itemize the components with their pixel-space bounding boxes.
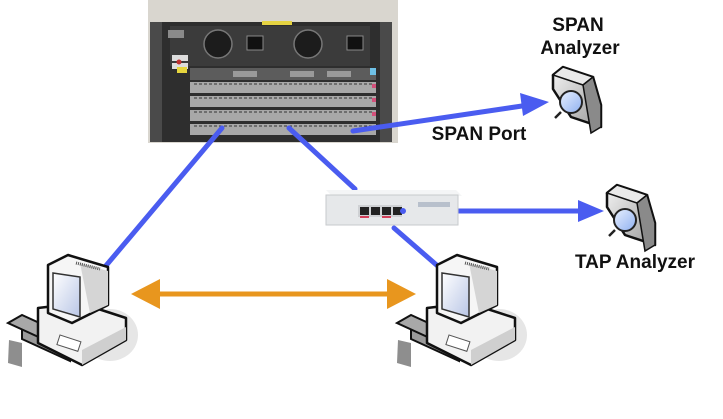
tap-analyzer-icon <box>605 183 657 253</box>
span-arrowhead-icon <box>520 93 549 116</box>
desktop-computer-icon-right <box>394 253 527 367</box>
fan-icon <box>293 29 323 59</box>
switch-chassis <box>148 0 398 143</box>
link-switch-pc-left <box>101 125 225 271</box>
span-analyzer-label-line2: Analyzer <box>540 38 620 59</box>
arrow-right-icon <box>387 279 416 309</box>
tap-arrowhead-icon <box>578 200 604 222</box>
link-span-port <box>350 103 525 134</box>
arrow-left-icon <box>131 279 160 309</box>
link-switch-tap <box>286 125 358 192</box>
span-analyzer-icon <box>551 65 603 135</box>
fan-icon <box>203 29 233 59</box>
link-tap-pc-right <box>391 225 443 271</box>
network-tap-device <box>325 190 462 226</box>
traffic-double-arrow <box>131 279 416 309</box>
span-port-label: SPAN Port <box>431 124 527 145</box>
span-analyzer-label-line1: SPAN <box>552 15 604 36</box>
tap-analyzer-label: TAP Analyzer <box>574 252 696 273</box>
desktop-computer-icon-left <box>5 253 138 367</box>
